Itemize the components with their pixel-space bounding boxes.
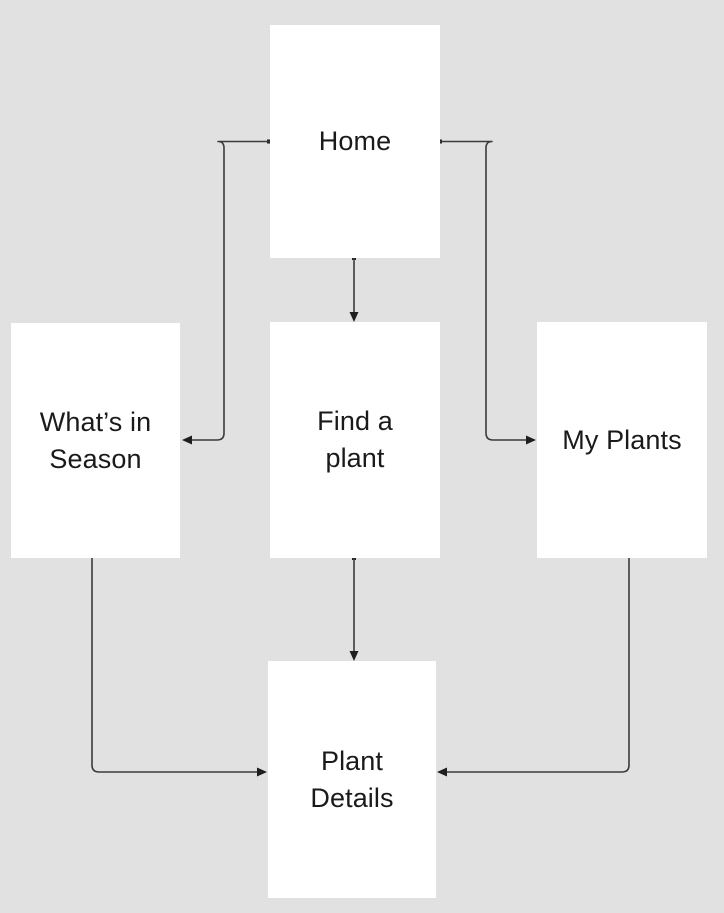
node-home[interactable]: Home [270,25,440,258]
node-find-a-plant[interactable]: Find a plant [270,322,440,558]
edge-home-to-find [349,256,359,322]
edge-find-to-details [349,556,359,661]
edge-home-to-season [182,139,271,445]
node-my-plants[interactable]: My Plants [537,322,707,558]
node-whats-in-season[interactable]: What’s in Season [11,323,180,558]
edge-myplants-to-details [437,558,630,777]
node-plant-details[interactable]: Plant Details [268,661,436,898]
edge-season-to-details [91,558,267,777]
edge-home-to-myplants [438,139,536,445]
